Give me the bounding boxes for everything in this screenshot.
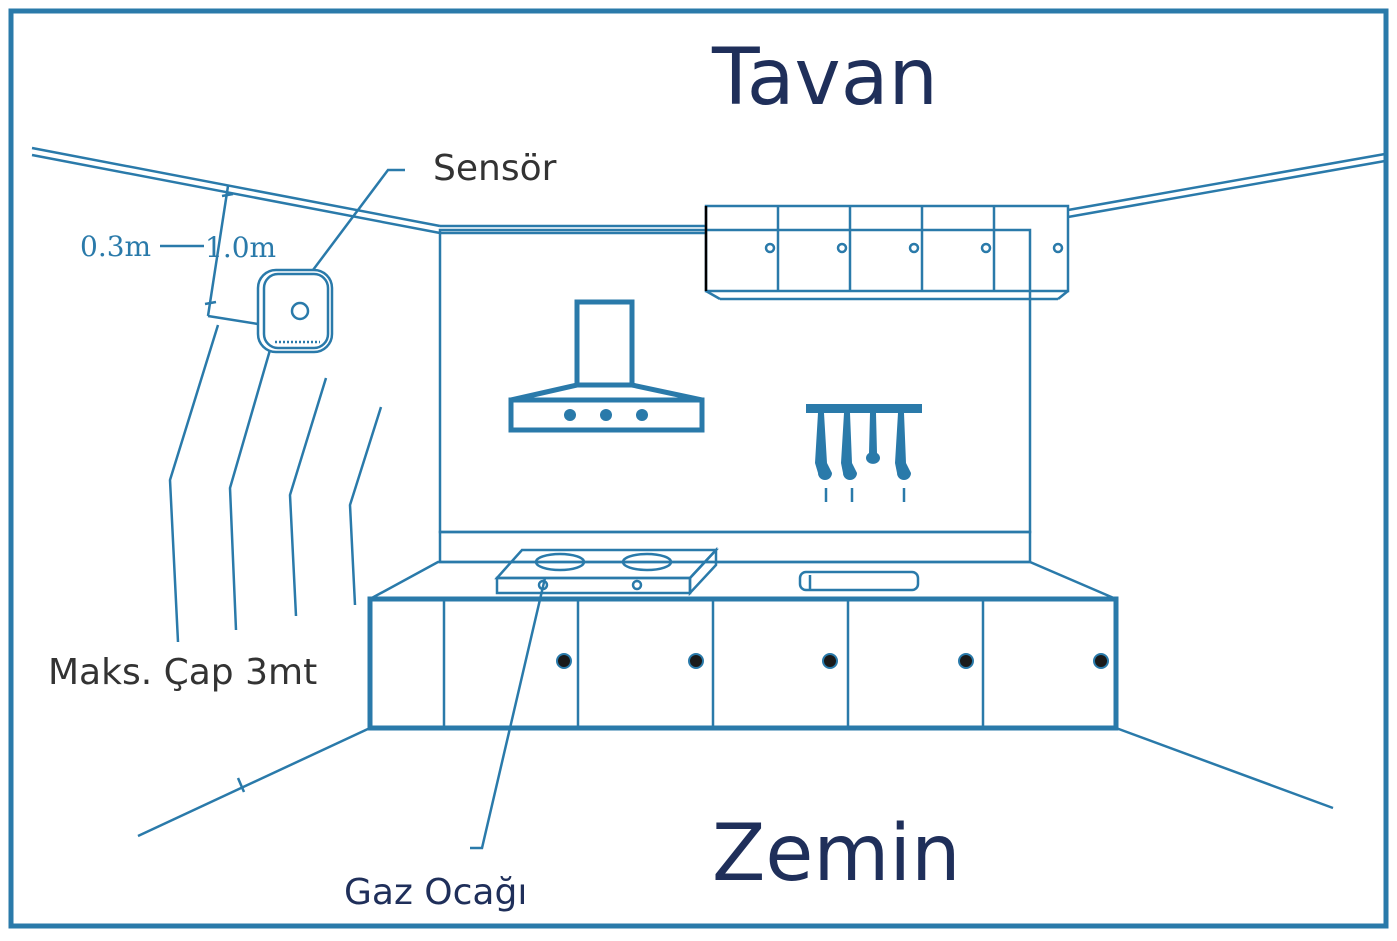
gas-sensor-device [256,268,334,354]
gas-stove-leader-line [470,577,547,850]
max-diameter-label: Maks. Çap 3mt [48,652,317,693]
back-wall [438,228,1032,534]
gas-stove-label: Gaz Ocağı [344,872,527,913]
distance-dimension [160,185,259,326]
range-hood [508,299,705,433]
utensil-rack [806,404,922,502]
distance-min-label: 0.3m [80,230,151,263]
sink [798,570,920,592]
ceiling-edge-left [31,146,441,235]
ceiling-edge-right [1067,152,1386,219]
sensor-label: Sensör [433,148,557,189]
gas-stove [494,546,719,597]
upper-cabinet [704,204,1070,301]
floor-edge-left [137,726,371,838]
outer-frame [8,8,1389,929]
detection-range-waves [168,324,383,643]
backsplash [438,530,1032,564]
counter [367,560,1119,731]
floor-edge-right [1115,726,1334,810]
ceiling-label: Tavan [711,33,938,123]
sensor-leader-line [312,168,405,271]
floor-label: Zemin [712,809,961,899]
distance-max-label: 1.0m [205,231,276,264]
